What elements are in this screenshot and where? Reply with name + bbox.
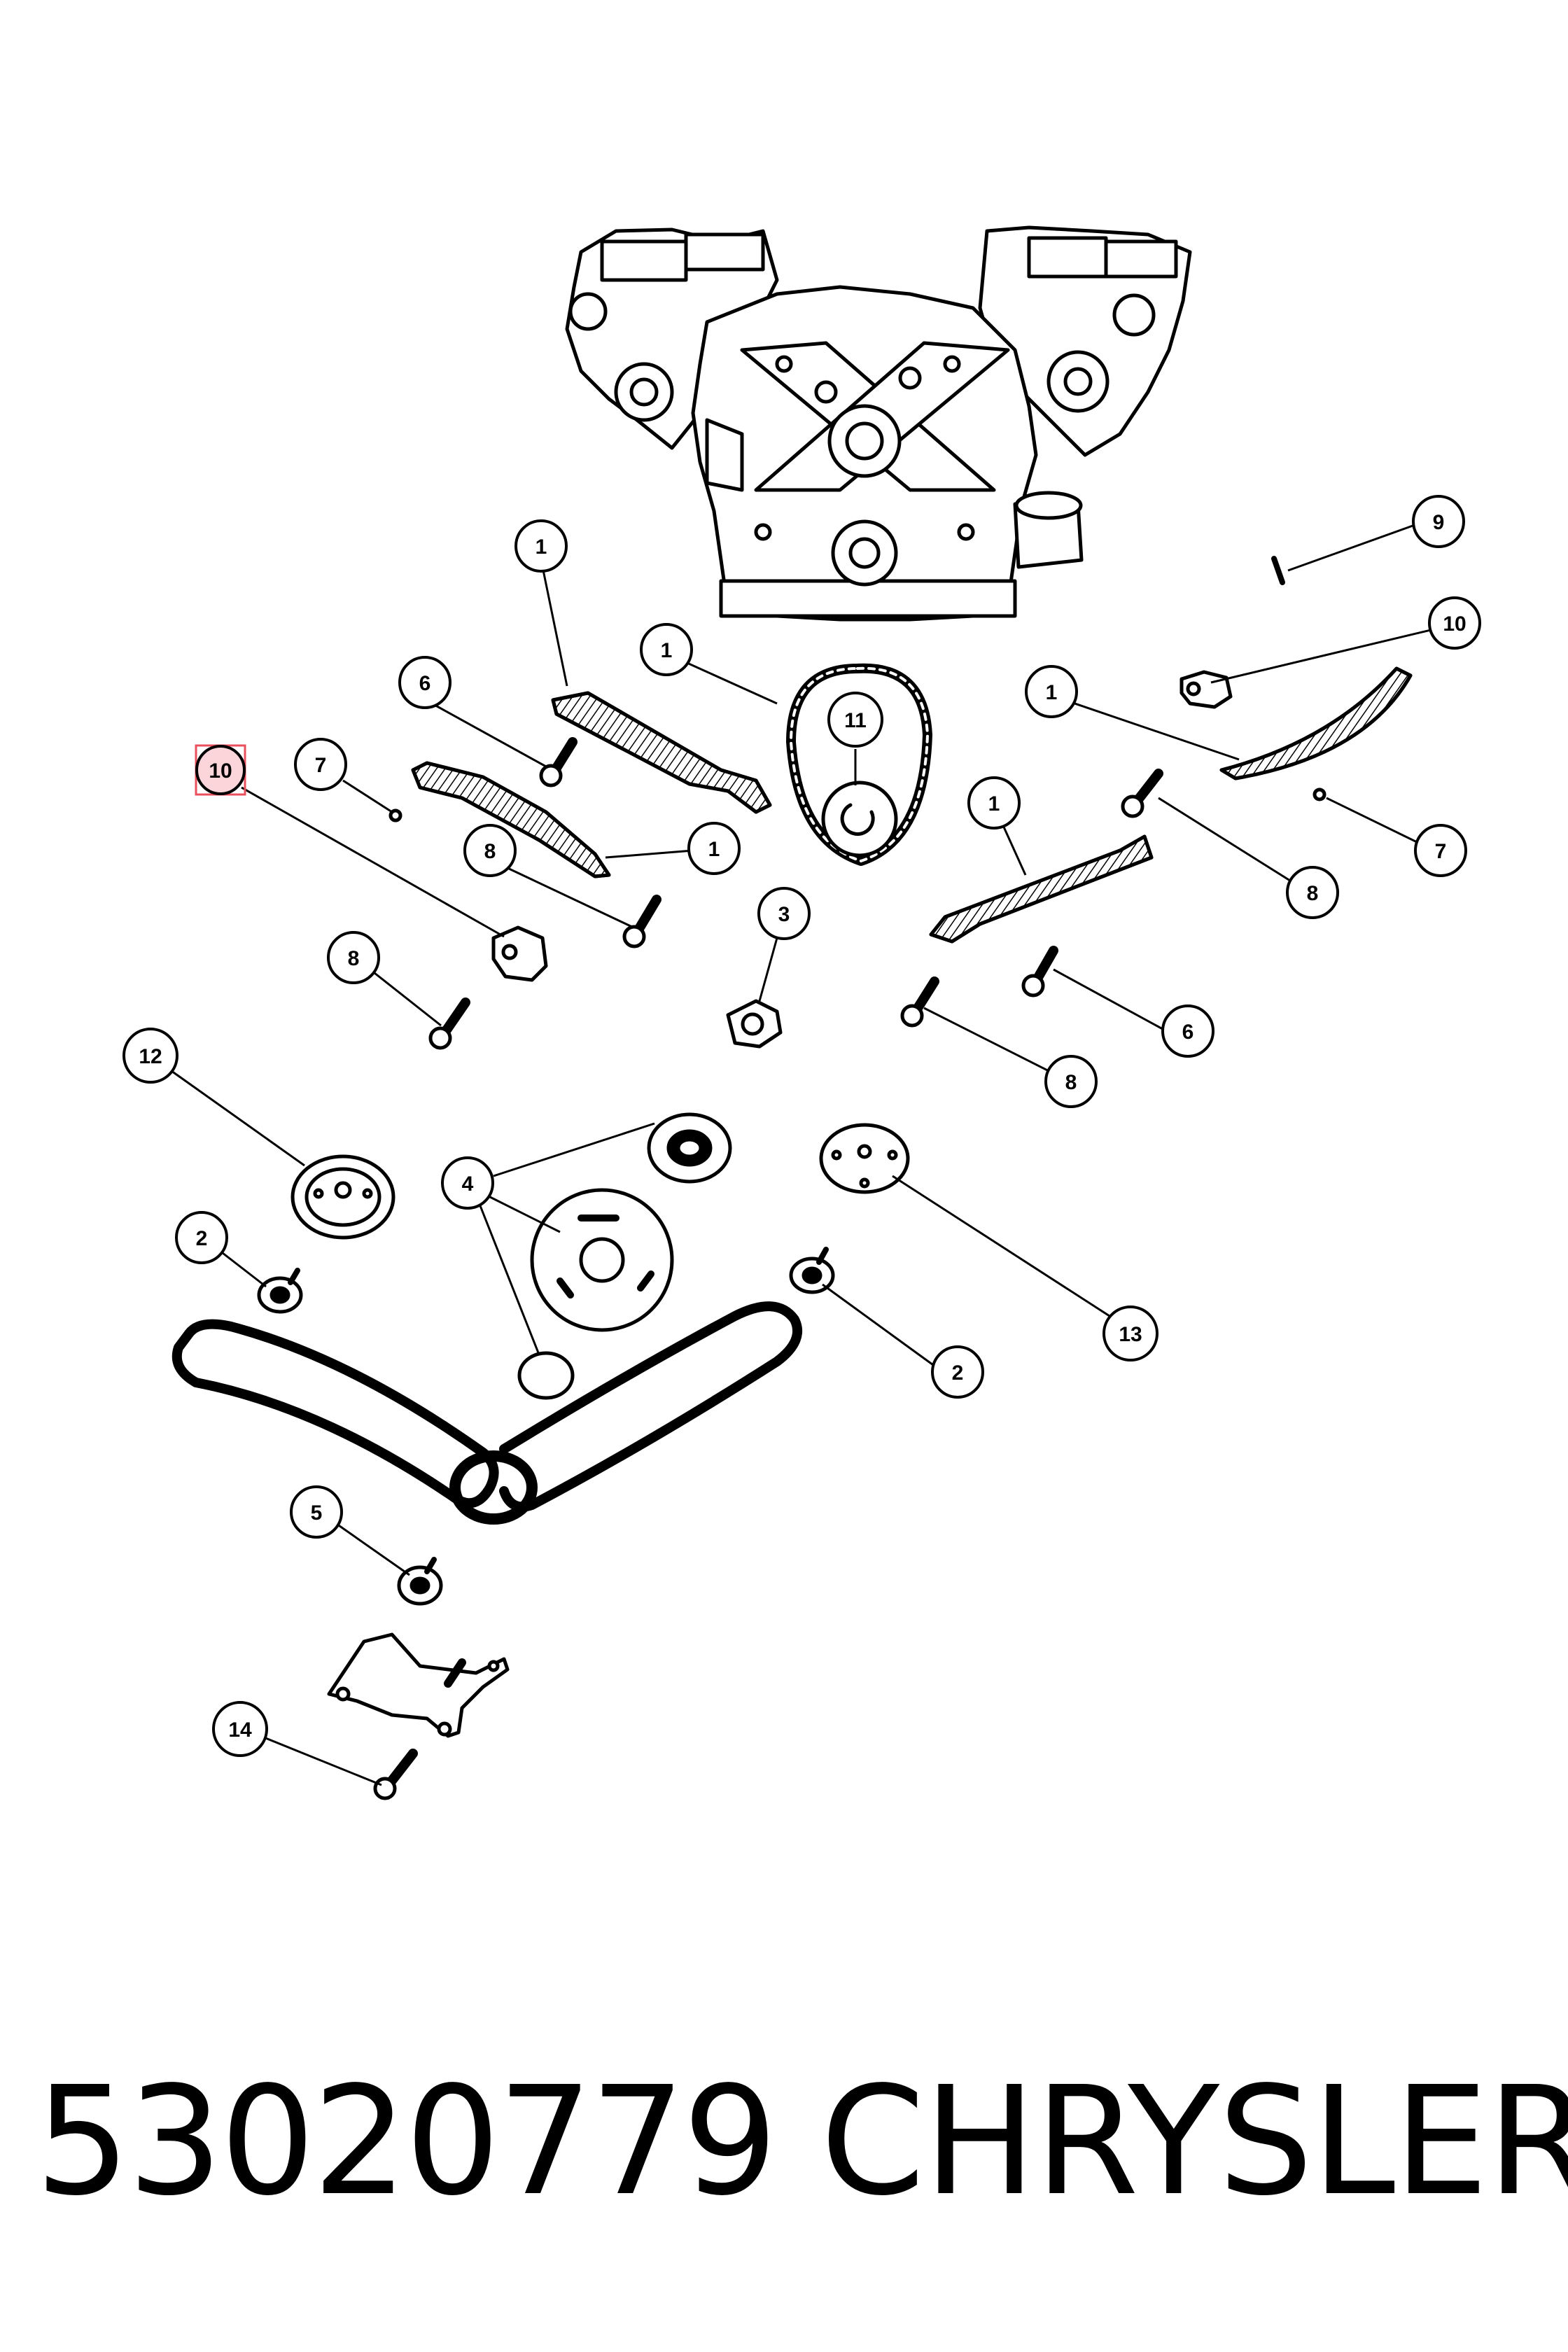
sprocket-13 — [819, 1123, 910, 1194]
chain-guide-left-upper — [551, 691, 772, 814]
dowel-pin-9 — [1271, 556, 1285, 585]
callout-12[interactable]: 12 — [122, 1028, 178, 1084]
callout-1-center-right[interactable]: 1 — [967, 776, 1021, 830]
chain-tensioner-right-10 — [1180, 670, 1233, 709]
callout-1-right-upper[interactable]: 1 — [1025, 665, 1078, 718]
svg-text:8: 8 — [1307, 882, 1319, 905]
bolt-left-6 — [539, 737, 578, 788]
pin-left-7 — [388, 808, 402, 822]
svg-text:7: 7 — [315, 754, 327, 777]
svg-text:1: 1 — [1046, 681, 1058, 704]
svg-text:1: 1 — [988, 792, 1000, 816]
tensioner-bracket — [327, 1632, 510, 1738]
chain-guide-left-lower — [411, 761, 611, 878]
svg-text:6: 6 — [1182, 1021, 1194, 1044]
callout-9[interactable]: 9 — [1412, 495, 1465, 548]
bolt-left-lower-8 — [428, 997, 470, 1050]
callout-2-left[interactable]: 2 — [175, 1211, 228, 1264]
callout-13[interactable]: 13 — [1102, 1306, 1158, 1362]
footer: 53020779 CHRYSLER — [0, 2051, 1568, 2233]
parts — [172, 556, 1413, 1800]
bolt-right-6 — [1021, 946, 1058, 997]
svg-text:8: 8 — [348, 947, 360, 970]
svg-text:10: 10 — [1443, 612, 1466, 636]
nut-3 — [726, 999, 783, 1049]
callout-7-right[interactable]: 7 — [1414, 824, 1467, 877]
svg-text:6: 6 — [419, 672, 431, 695]
sprocket-12 — [290, 1154, 396, 1240]
callout-14[interactable]: 14 — [212, 1701, 268, 1757]
callout-3[interactable]: 3 — [757, 887, 811, 940]
washer-5 — [397, 1557, 443, 1606]
callout-8-right-lower[interactable]: 8 — [1044, 1055, 1098, 1108]
svg-text:8: 8 — [484, 840, 496, 863]
svg-text:11: 11 — [844, 709, 867, 732]
svg-text:13: 13 — [1119, 1323, 1142, 1346]
pin-right-7 — [1312, 788, 1326, 802]
callout-8-right-upper[interactable]: 8 — [1286, 866, 1339, 919]
svg-text:8: 8 — [1065, 1071, 1077, 1094]
primary-timing-chain-11 — [786, 663, 932, 866]
svg-text:9: 9 — [1433, 511, 1445, 534]
callout-5[interactable]: 5 — [290, 1485, 343, 1539]
chain-guide-center-right — [929, 834, 1154, 944]
callouts: 9 10 1 7 8 1 6 8 11 1 1 6 7 10 1 8 8 3 1… — [122, 495, 1481, 1757]
chain-tensioner-left-10 — [491, 925, 548, 982]
secondary-timing-chain — [172, 1301, 802, 1525]
callout-6-left[interactable]: 6 — [398, 656, 451, 709]
svg-text:10: 10 — [209, 760, 232, 783]
engine-block-illustration — [565, 225, 1192, 622]
washer-left-2 — [257, 1268, 303, 1314]
callout-2-right[interactable]: 2 — [931, 1345, 984, 1399]
callout-1-upper-left[interactable]: 1 — [514, 519, 568, 573]
disc-4 — [530, 1188, 674, 1332]
svg-text:7: 7 — [1435, 840, 1447, 863]
callout-11[interactable]: 11 — [827, 692, 883, 748]
bolt-right-upper-8 — [1121, 769, 1163, 818]
leader-lines — [171, 520, 1446, 1786]
svg-text:1: 1 — [708, 838, 720, 861]
svg-text:2: 2 — [196, 1227, 208, 1250]
callout-4[interactable]: 4 — [441, 1156, 494, 1210]
callout-7-left[interactable]: 7 — [294, 738, 347, 791]
part-number: 53020779 — [35, 2054, 778, 2229]
svg-text:4: 4 — [462, 1172, 474, 1196]
svg-text:12: 12 — [139, 1045, 162, 1068]
brand-name: CHRYSLER — [820, 2054, 1568, 2229]
callout-10-right[interactable]: 10 — [1428, 596, 1481, 650]
svg-text:1: 1 — [661, 639, 673, 662]
washer-right-2 — [789, 1247, 835, 1294]
svg-text:3: 3 — [778, 903, 790, 926]
callout-6-right[interactable]: 6 — [1161, 1004, 1214, 1058]
washer-upper-4 — [647, 1112, 732, 1184]
callout-8-left-lower[interactable]: 8 — [327, 931, 380, 984]
callout-10-left[interactable]: 10 — [195, 744, 246, 796]
bolt-left-mid-8 — [622, 895, 662, 948]
callout-1-left-lower[interactable]: 1 — [687, 822, 741, 875]
callout-1-center[interactable]: 1 — [640, 623, 693, 676]
svg-text:5: 5 — [311, 1502, 323, 1525]
svg-text:1: 1 — [536, 536, 547, 559]
svg-text:14: 14 — [228, 1718, 252, 1742]
svg-text:2: 2 — [952, 1362, 964, 1385]
o-ring-4 — [517, 1351, 575, 1400]
bolt-right-lower-8 — [900, 976, 939, 1028]
bolt-14 — [373, 1749, 418, 1800]
callout-8-left-mid[interactable]: 8 — [463, 824, 517, 877]
